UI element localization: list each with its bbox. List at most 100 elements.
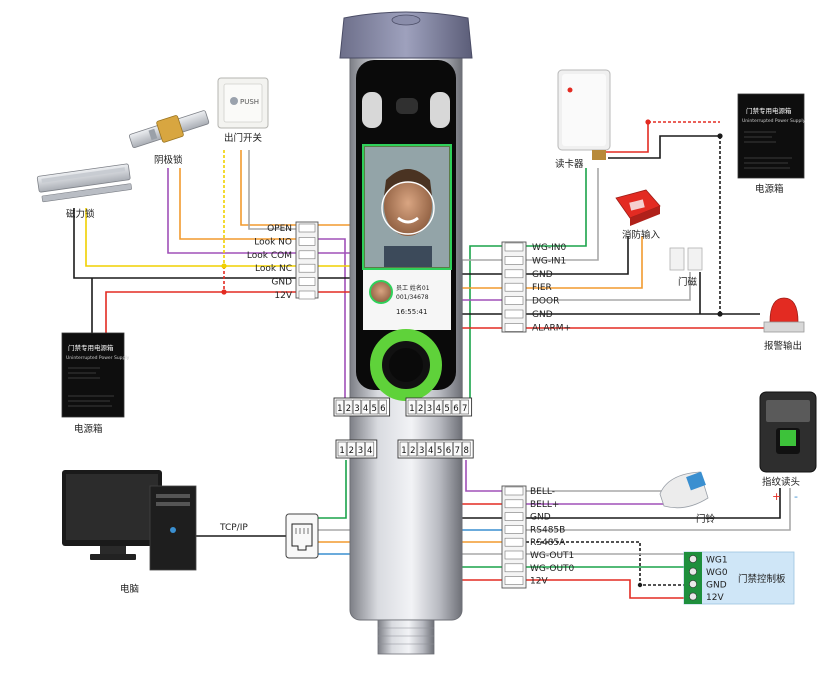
connector-pin-number: 2 [410,446,415,456]
terminal-slot [504,499,524,509]
connector-pin-number: 6 [453,404,458,414]
wire-lt-1 [318,224,353,400]
terminal-label: WG-IN1 [532,256,566,266]
card-reader-label: 读卡器 [555,158,584,170]
terminal-slot [504,563,524,573]
connector-pin [453,441,462,457]
terminal-label: Look NC [255,264,292,274]
connector-pin [365,441,375,457]
exit-button-label: 出门开关 [224,132,263,144]
terminal-label: RS485B [530,525,565,535]
wire-12v-left [105,291,296,335]
door-sensor-label: 门磁 [678,276,698,288]
wire-open-b [248,150,296,230]
face-terminal-device: 员工 姓名01 001/34678 16:55:41 [339,11,473,655]
wire-look-com [167,168,296,254]
wire-reader-red [604,122,649,153]
board-screw-icon [689,592,697,601]
connector-pin-number: 4 [367,446,372,456]
terminal-label: OPEN [267,224,292,234]
connector-pin-number: 4 [363,404,368,414]
connector-pin-number: 2 [418,404,423,414]
exit-button-device: PUSH 出门开关 [217,77,269,144]
terminal-slot [298,290,316,300]
fingerprint-reader-device: 指纹读头 + - [759,391,817,503]
terminal-slot [504,537,524,547]
connector-pin [356,441,365,457]
terminal-slot [298,223,316,233]
wire-door [526,272,691,301]
wire-wgin1 [526,168,599,261]
psu-right-title: 门禁专用电源箱 [746,106,792,115]
connector-pin-number: 6 [380,404,385,414]
connector-pin [378,399,387,415]
screen-info-line2: 001/34678 [396,294,429,301]
exit-button-face-text: PUSH [240,98,259,106]
connector-pin-number: 7 [462,404,467,414]
wire-br-1 [465,460,502,492]
fire-input-device: 消防输入 [615,189,661,241]
terminal-label: BELL+ [530,500,559,510]
wire-rs485b [526,488,791,531]
connector-pin [352,399,362,415]
terminal-label: DOOR [532,297,559,307]
psu-left-label: 电源箱 [74,423,103,435]
terminal-label: GND [532,270,553,280]
terminal-label: WG-OUT1 [530,551,574,561]
connector-pin-number: 3 [419,446,424,456]
wire-rt-2 [461,259,502,400]
terminal-label: 12V [530,577,548,587]
terminal-slot [504,296,524,305]
cathode-lock-device: 阴极锁 [128,110,210,166]
junction-dots [221,119,723,588]
bottom-terminal-labels: BELL-BELL+GNDRS485BRS485AWG-OUT1WG-OUT01… [530,487,575,587]
connector-pin [335,399,344,415]
board-pin-label: 12V [706,593,724,603]
card-reader-device: 读卡器 [555,69,611,170]
connector-pin [408,441,418,457]
wire-gnd-left [73,208,296,279]
terminal-slot [504,486,524,496]
psu-right-label: 电源箱 [755,183,784,195]
connector-pin-number: 7 [455,446,460,456]
board-pin-label: WG0 [706,568,728,578]
fingerprint-reader-label: 指纹读头 [762,476,800,488]
cathode-lock-label: 阴极锁 [154,154,183,166]
fire-input-label: 消防输入 [622,229,661,241]
rj45-jack [285,513,319,559]
connector-pin-number: 1 [337,404,342,414]
psu-left-device: 门禁专用电源箱 Uninterrupted Power Supply 电源箱 [61,332,130,435]
psu-left-title: 门禁专用电源箱 [68,343,114,352]
terminal-slot [504,309,524,319]
connector-pin-number: 2 [349,446,354,456]
board-screw-icon [689,580,697,588]
wire-open [240,150,296,226]
terminal-slot [504,525,524,534]
terminal-slot [298,277,316,286]
doorbell-device: 门铃 [659,471,716,525]
board-pin-label: WG1 [706,556,728,566]
terminal-label: GND [271,278,292,288]
psu-right-subtitle: Uninterrupted Power Supply [742,118,806,124]
alarm-output-label: 报警输出 [764,340,802,352]
connector-pin [361,399,370,415]
alarm-light-icon [769,297,799,323]
connector-pin [425,399,434,415]
connector-pin [370,399,379,415]
card-reader-led-icon [567,87,573,93]
wire-reader-black [608,135,720,159]
connector-pin-number: 2 [346,404,351,414]
connector-pin-number: 5 [371,404,376,414]
terminal-slot [504,512,524,521]
terminal-label: 12V [274,291,292,301]
terminal-slot [504,269,524,279]
connector-pin [417,441,426,457]
terminal-slot [504,576,524,585]
